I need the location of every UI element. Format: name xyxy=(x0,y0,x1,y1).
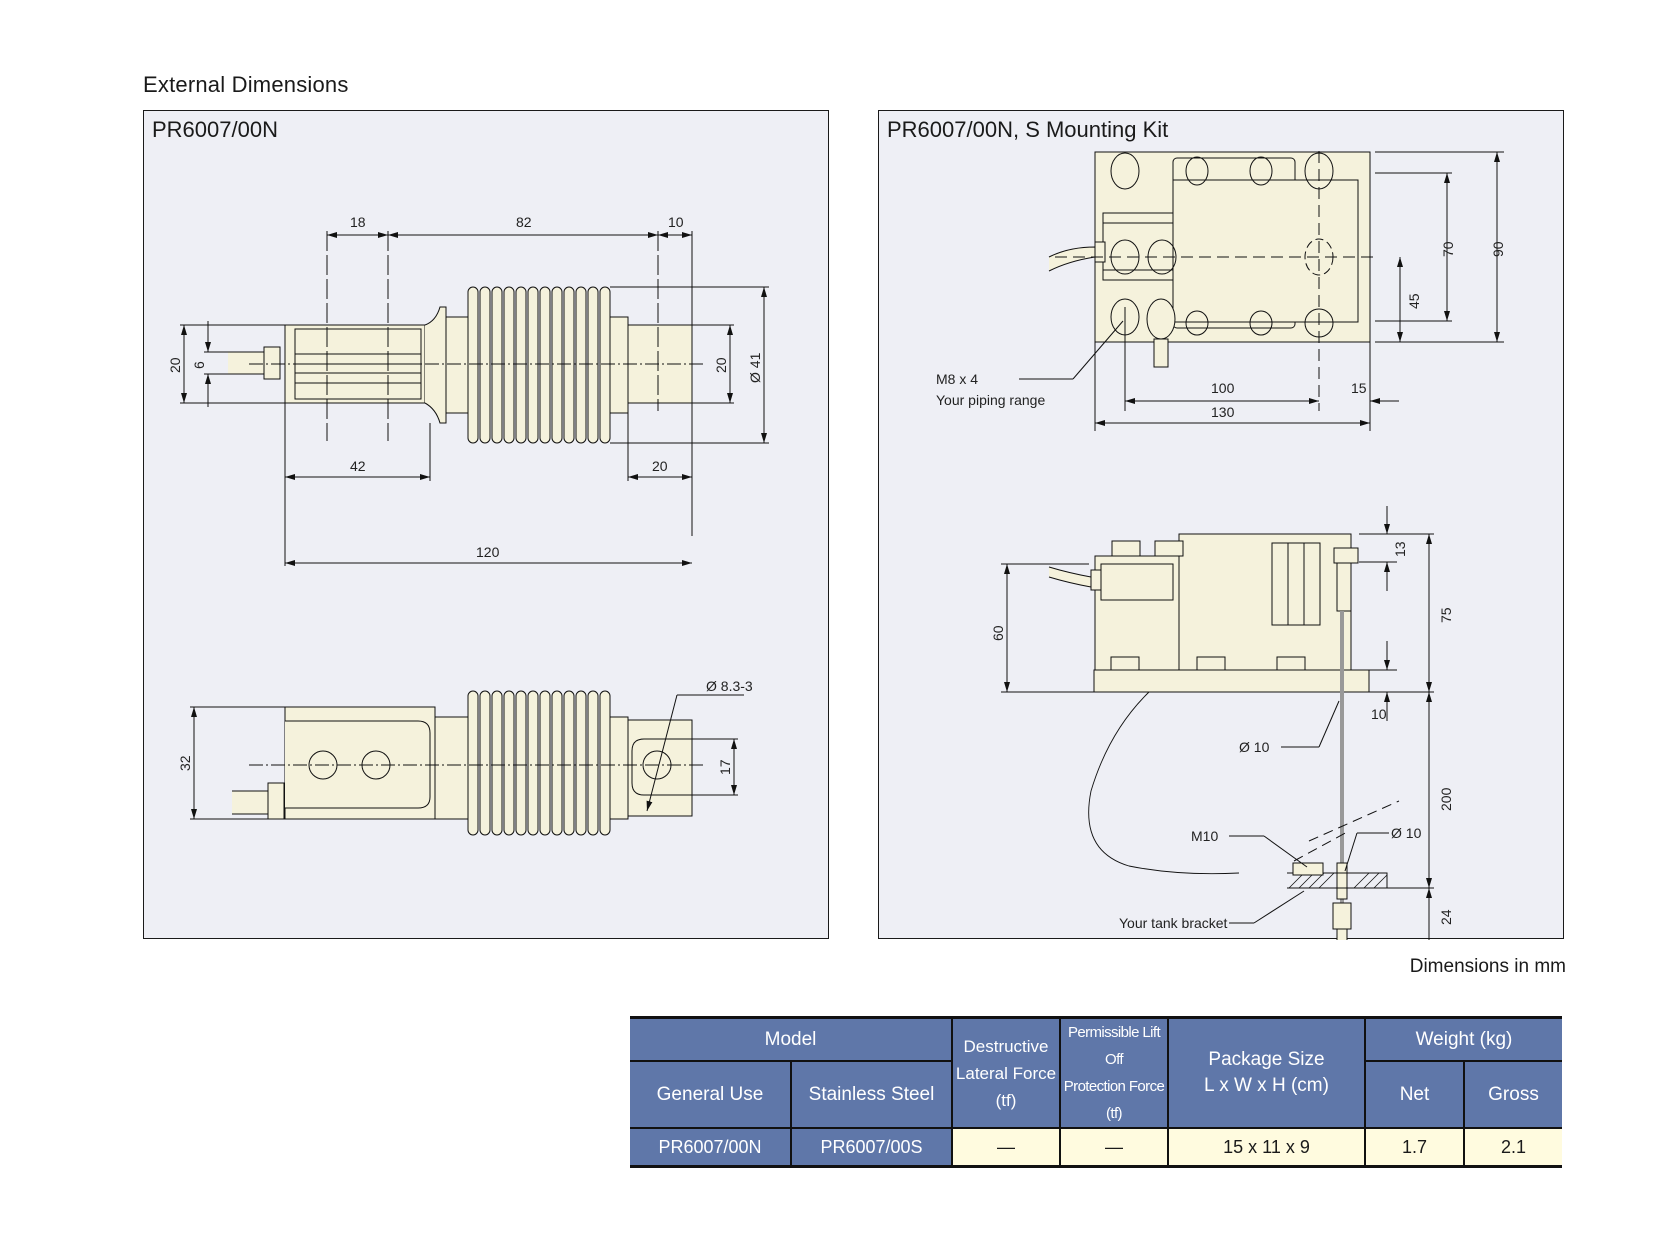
load-cell-panel-title: PR6007/00N xyxy=(152,117,278,142)
dim-60: 60 xyxy=(990,625,1006,641)
header-stainless-steel: Stainless Steel xyxy=(790,1060,952,1129)
bolt-heads xyxy=(1110,152,1334,368)
section-title: External Dimensions xyxy=(143,72,349,97)
dim-70: 70 xyxy=(1440,241,1456,257)
callout-bracket: Your tank bracket xyxy=(1119,915,1228,931)
callout-rod-dia: Ø 10 xyxy=(1239,739,1270,755)
dim-32: 32 xyxy=(177,755,193,771)
dim-20-bottom: 20 xyxy=(652,458,668,474)
mounting-kit-side-view xyxy=(1001,506,1434,940)
table-row: PR6007/00N PR6007/00S — — 15 x 11 x 9 1.… xyxy=(630,1127,1562,1168)
load-cell-top-view xyxy=(180,231,769,566)
dim-dia-41: Ø 41 xyxy=(747,352,763,383)
spec-table: Model Destructive Lateral Force (tf) Per… xyxy=(630,1016,1562,1168)
dim-130: 130 xyxy=(1211,404,1235,420)
cell-destructive-lateral-force: — xyxy=(951,1127,1060,1168)
dim-200: 200 xyxy=(1438,787,1454,811)
mounting-kit-panel-title: PR6007/00N, S Mounting Kit xyxy=(887,117,1169,142)
cell-liftoff-protection-force: — xyxy=(1059,1127,1168,1168)
callout-piping: Your piping range xyxy=(936,392,1045,408)
bellows xyxy=(467,286,611,444)
dim-20-left: 20 xyxy=(167,357,183,373)
dim-13: 13 xyxy=(1392,541,1408,557)
dim-20-right: 20 xyxy=(713,357,729,373)
cell-net-weight: 1.7 xyxy=(1364,1127,1464,1168)
header-gross: Gross xyxy=(1463,1060,1562,1129)
callout-bolts: M8 x 4 xyxy=(936,371,978,387)
mounting-kit-plan-view xyxy=(1019,151,1504,431)
header-model: Model xyxy=(630,1016,952,1063)
mounting-kit-panel: PR6007/00N, S Mounting Kit xyxy=(878,110,1564,940)
dim-100: 100 xyxy=(1211,380,1235,396)
dim-82: 82 xyxy=(516,214,532,230)
dim-24: 24 xyxy=(1438,909,1454,925)
load-cell-drawing: 18 82 10 20 6 20 Ø 41 42 20 120 32 17 Ø … xyxy=(167,214,769,836)
dim-18: 18 xyxy=(350,214,366,230)
header-net: Net xyxy=(1364,1060,1464,1129)
header-package-size: Package Size L x W x H (cm) xyxy=(1167,1016,1365,1129)
dim-15: 15 xyxy=(1351,380,1367,396)
dim-17: 17 xyxy=(717,759,733,775)
dim-75: 75 xyxy=(1438,607,1454,623)
callout-pin-dia: Ø 10 xyxy=(1391,825,1422,841)
dim-45: 45 xyxy=(1406,293,1422,309)
cell-general-use: PR6007/00N xyxy=(630,1127,791,1168)
dim-42: 42 xyxy=(350,458,366,474)
cell-package-size: 15 x 11 x 9 xyxy=(1167,1127,1365,1168)
dim-10: 10 xyxy=(668,214,684,230)
dim-10-side: 10 xyxy=(1371,706,1387,722)
units-note: Dimensions in mm xyxy=(1409,956,1566,977)
header-liftoff-protection-force: Permissible Lift Off Protection Force (t… xyxy=(1059,1016,1168,1129)
cell-gross-weight: 2.1 xyxy=(1463,1127,1562,1168)
dim-hole-dia: Ø 8.3-3 xyxy=(706,678,753,694)
header-general-use: General Use xyxy=(630,1060,791,1129)
dim-6: 6 xyxy=(191,361,207,369)
dim-120: 120 xyxy=(476,544,500,560)
load-cell-front-view xyxy=(190,690,744,836)
load-cell-panel: PR6007/00N xyxy=(143,110,829,939)
cell-stainless-steel: PR6007/00S xyxy=(790,1127,952,1168)
callout-nut: M10 xyxy=(1191,828,1218,844)
header-weight: Weight (kg) xyxy=(1364,1016,1562,1063)
dim-90: 90 xyxy=(1490,241,1506,257)
mounting-kit-drawing: 70 90 45 100 15 130 M8 x 4 Your piping r… xyxy=(936,151,1506,940)
header-destructive-lateral-force: Destructive Lateral Force (tf) xyxy=(951,1016,1060,1129)
